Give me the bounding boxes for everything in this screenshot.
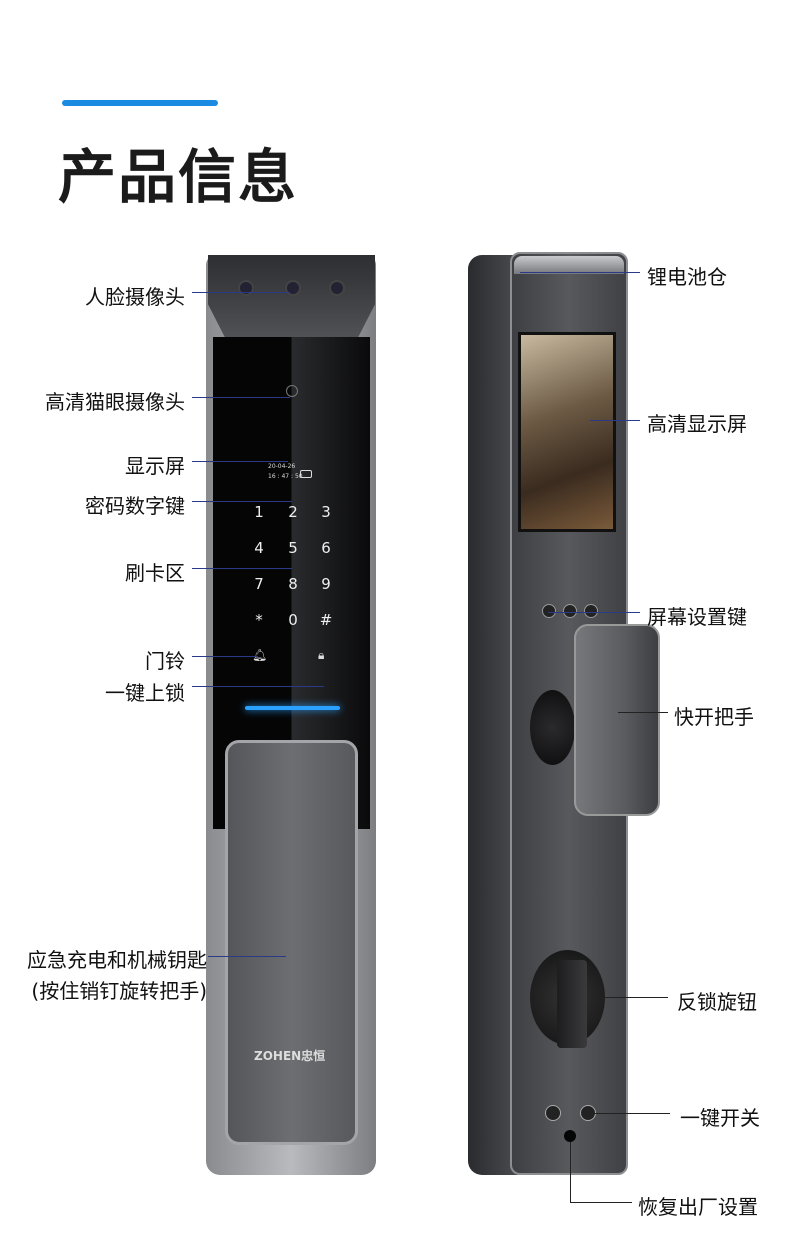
screen-time: 16 : 47 : 50 xyxy=(268,473,303,480)
indicator-light xyxy=(245,706,340,710)
leader-line xyxy=(590,420,640,421)
label-peephole-camera: 高清猫眼摄像头 xyxy=(45,390,185,414)
leader-line xyxy=(208,956,286,957)
key-3[interactable]: 3 xyxy=(321,503,331,521)
face-camera-head xyxy=(208,255,375,337)
leader-line xyxy=(618,712,668,713)
key-star[interactable]: * xyxy=(255,611,263,629)
unlock-button[interactable] xyxy=(545,1105,561,1121)
camera-lens-icon xyxy=(287,282,299,294)
peephole-camera-icon xyxy=(286,385,298,397)
label-display: 显示屏 xyxy=(125,454,185,478)
leader-line xyxy=(570,1142,571,1202)
leader-line xyxy=(192,397,290,398)
quick-open-handle[interactable] xyxy=(574,624,660,816)
front-handle[interactable] xyxy=(225,740,358,1145)
key-0[interactable]: 0 xyxy=(288,611,298,629)
key-4[interactable]: 4 xyxy=(254,539,264,557)
leader-line xyxy=(192,501,292,502)
leader-line xyxy=(570,1202,632,1203)
key-9[interactable]: 9 xyxy=(321,575,331,593)
hd-display-screen xyxy=(518,332,616,532)
label-one-key-lock: 一键上锁 xyxy=(105,681,185,705)
label-keypad: 密码数字键 xyxy=(85,494,185,518)
screen-date: 20-04-26 xyxy=(268,463,296,470)
label-knob: 反锁旋钮 xyxy=(677,990,757,1014)
screen-setting-center-button[interactable] xyxy=(563,604,577,618)
label-card-area: 刷卡区 xyxy=(125,561,185,585)
label-one-key-switch: 一键开关 xyxy=(680,1106,760,1130)
key-7[interactable]: 7 xyxy=(254,575,264,593)
screen-setting-left-button[interactable] xyxy=(542,604,556,618)
leader-line xyxy=(598,997,668,998)
key-hash[interactable]: # xyxy=(319,611,333,629)
leader-line xyxy=(588,1113,670,1114)
label-battery: 锂电池仓 xyxy=(647,265,727,289)
leader-line xyxy=(192,568,292,569)
label-emergency-note: (按住销钉旋转把手) xyxy=(31,979,207,1003)
leader-line xyxy=(548,612,640,613)
label-handle: 快开把手 xyxy=(674,705,754,729)
key-8[interactable]: 8 xyxy=(288,575,298,593)
leader-line xyxy=(520,272,640,273)
key-2[interactable]: 2 xyxy=(288,503,298,521)
label-face-camera: 人脸摄像头 xyxy=(85,285,185,309)
page-title: 产品信息 xyxy=(58,143,299,211)
accent-bar xyxy=(62,100,218,106)
label-screen-keys: 屏幕设置键 xyxy=(647,605,747,629)
leader-line xyxy=(192,292,290,293)
screen-setting-right-button[interactable] xyxy=(584,604,598,618)
leader-line xyxy=(192,461,288,462)
label-factory-reset: 恢复出厂设置 xyxy=(638,1195,758,1219)
deadbolt-knob[interactable] xyxy=(557,960,587,1048)
label-emergency: 应急充电和机械钥匙 xyxy=(27,948,207,972)
battery-icon xyxy=(300,470,312,478)
key-5[interactable]: 5 xyxy=(288,539,298,557)
camera-lens-icon xyxy=(331,282,343,294)
label-doorbell: 门铃 xyxy=(145,649,185,673)
handle-spindle xyxy=(530,690,575,765)
label-hd-screen: 高清显示屏 xyxy=(647,412,747,436)
brand-logo: ZOHEN忠恒 xyxy=(254,1049,326,1063)
leader-line xyxy=(192,686,324,687)
camera-lens-icon xyxy=(240,282,252,294)
key-6[interactable]: 6 xyxy=(321,539,331,557)
battery-compartment xyxy=(514,256,624,274)
doorbell-icon[interactable]: 🔔︎ xyxy=(252,648,268,662)
leader-line xyxy=(192,656,258,657)
lock-back-side xyxy=(468,255,518,1175)
factory-reset-hole[interactable] xyxy=(564,1130,576,1142)
key-1[interactable]: 1 xyxy=(254,503,264,521)
lock-icon[interactable]: 🔒︎ xyxy=(318,648,325,662)
